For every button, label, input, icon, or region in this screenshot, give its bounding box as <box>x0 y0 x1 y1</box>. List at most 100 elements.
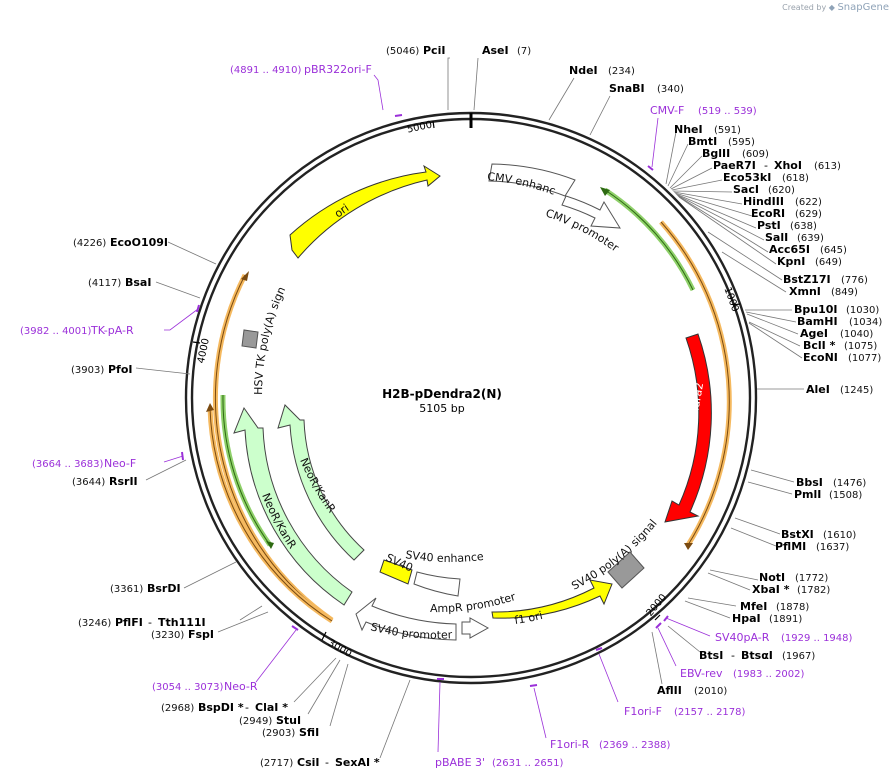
tick-4000: 4000 <box>196 337 212 364</box>
site-pcii-name: PciI <box>423 44 445 57</box>
site-pmli-name: PmlI <box>794 488 821 501</box>
leader-asei <box>473 57 479 111</box>
site-sali-pos: (639) <box>797 233 824 244</box>
site-bstz17i-pos: (776) <box>841 275 868 286</box>
primer-cmvf-name: CMV-F <box>650 104 684 117</box>
site-psti-name: PstI <box>757 219 781 232</box>
leader-ebv <box>657 627 677 667</box>
site-snabi-pos: (340) <box>657 84 684 95</box>
site-bspdi-sep: - <box>245 701 249 714</box>
primer-ebv-range: (1983 .. 2002) <box>733 669 805 680</box>
site-labels: (5046) PciI AseI (7) NdeI (234) SnaBI (3… <box>71 44 882 769</box>
site-bmti-pos: (595) <box>728 137 755 148</box>
site-xhoi-name: XhoI <box>774 159 802 172</box>
site-paer7i-name: PaeR7I <box>713 159 756 172</box>
site-eco53ki-name: Eco53kI <box>723 171 771 184</box>
leader-eco0109i <box>167 241 217 265</box>
svg-text:SV40 poly(A) signal: SV40 poly(A) signal <box>569 517 659 593</box>
primer-labels: (4891 .. 4910) pBR322ori-F CMV-F (519 ..… <box>20 63 853 769</box>
leader-pbabe <box>437 681 441 753</box>
tick-mark-1000 <box>732 303 741 306</box>
site-asei-pos: (7) <box>517 46 531 57</box>
leader-xbai <box>707 572 751 591</box>
leader-pflmi <box>730 527 777 547</box>
site-ecoo109i-pos: (4226) <box>73 238 106 249</box>
feature-f1-ori-label: f1 ori <box>514 609 544 627</box>
leader-stui <box>307 659 341 715</box>
site-pflmi-pos: (1637) <box>816 542 849 553</box>
svg-text:f1 ori: f1 ori <box>514 609 544 627</box>
feature-ampr-promoter <box>461 617 490 639</box>
leader-nhei <box>665 131 677 185</box>
leader-neor <box>255 629 297 683</box>
site-hindiii-name: HindIII <box>743 195 784 208</box>
leader-pfoi <box>135 367 191 375</box>
primer-f1f-name: F1ori-F <box>624 705 662 718</box>
site-sfii-name: SfiI <box>299 726 319 739</box>
orf-cmv-green-arrow <box>600 187 610 196</box>
tick-5000: 5000 <box>406 120 433 136</box>
leader-paer7i <box>670 167 713 190</box>
orf-arcs <box>206 187 732 624</box>
primer-tkpa-range: (3982 .. 4001) <box>20 326 92 337</box>
site-btsi-sep: - <box>731 649 735 662</box>
orf-neo-outer-arrow <box>241 271 249 281</box>
site-btsi-pos: (1967) <box>782 651 815 662</box>
site-ecori-pos: (629) <box>795 209 822 220</box>
primer-mark-cmvf <box>647 165 654 171</box>
site-bspdi-name: BspDI * <box>198 701 244 714</box>
site-alei-pos: (1245) <box>840 385 873 396</box>
primer-mark-pbr322 <box>394 114 403 117</box>
primer-mark-tkpa <box>196 304 200 313</box>
leader-lines <box>135 57 804 759</box>
site-bglii-name: BglII <box>702 147 730 160</box>
primer-neor-range: (3054 .. 3073) <box>152 682 224 693</box>
site-pflmi-name: PflMI <box>775 540 806 553</box>
site-noti-pos: (1772) <box>795 573 828 584</box>
leader-pbr322 <box>373 74 384 111</box>
site-saci-name: SacI <box>733 183 759 196</box>
leader-pflfi <box>239 605 263 621</box>
primer-neof-range: (3664 .. 3683) <box>32 459 104 470</box>
snapgene-logo-icon: ◆ <box>828 3 835 12</box>
site-bspdi-pos: (2968) <box>161 703 194 714</box>
tick-1000: 1000 <box>721 286 740 314</box>
feature-dendra2 <box>664 333 712 523</box>
leader-bspdi <box>293 657 337 703</box>
leader-xmni <box>721 251 787 293</box>
tick-mark-2000 <box>654 614 661 621</box>
snapgene-watermark: Created by ◆ SnapGene <box>782 2 889 13</box>
leader-saci <box>672 190 733 193</box>
site-alei-name: AleI <box>806 383 830 396</box>
site-bstxi-name: BstXI <box>781 528 814 541</box>
orf-dendra-arrow <box>684 543 693 550</box>
leader-sv40pa <box>665 617 711 637</box>
site-mfei-pos: (1878) <box>776 602 809 613</box>
feature-neo-outer <box>233 406 353 606</box>
site-pflfi-name: PflFI <box>115 616 143 629</box>
feature-sv40-polya <box>607 551 645 589</box>
site-acc65i-name: Acc65I <box>769 243 810 256</box>
site-kpni-name: KpnI <box>777 255 805 268</box>
leader-btsi <box>667 625 701 653</box>
site-econi-pos: (1077) <box>848 353 881 364</box>
site-sexai-name: SexAI * <box>335 756 380 769</box>
site-aflii-name: AflII <box>657 684 682 697</box>
site-hpai-name: HpaI <box>732 612 761 625</box>
feature-sv40-enhancer <box>413 571 461 597</box>
feature-ori <box>289 164 441 259</box>
site-bsai-pos: (4117) <box>88 278 121 289</box>
site-bmti-name: BmtI <box>688 135 717 148</box>
leader-neof <box>163 455 184 463</box>
leader-cmvf <box>651 117 659 168</box>
feature-cmv-enhancer-label: CMV enhancer <box>0 0 557 198</box>
primer-pbabe-name: pBABE 3' <box>435 756 485 769</box>
primer-sv40pa-name: SV40pA-R <box>715 631 770 644</box>
leader-rsrii <box>145 459 187 481</box>
site-paer7i-sep: - <box>764 159 768 172</box>
watermark-prefix: Created by <box>782 3 827 12</box>
feature-sv40-promoter <box>355 597 457 641</box>
feature-cmv-enhancer <box>488 163 576 197</box>
leader-aflii <box>651 631 663 685</box>
